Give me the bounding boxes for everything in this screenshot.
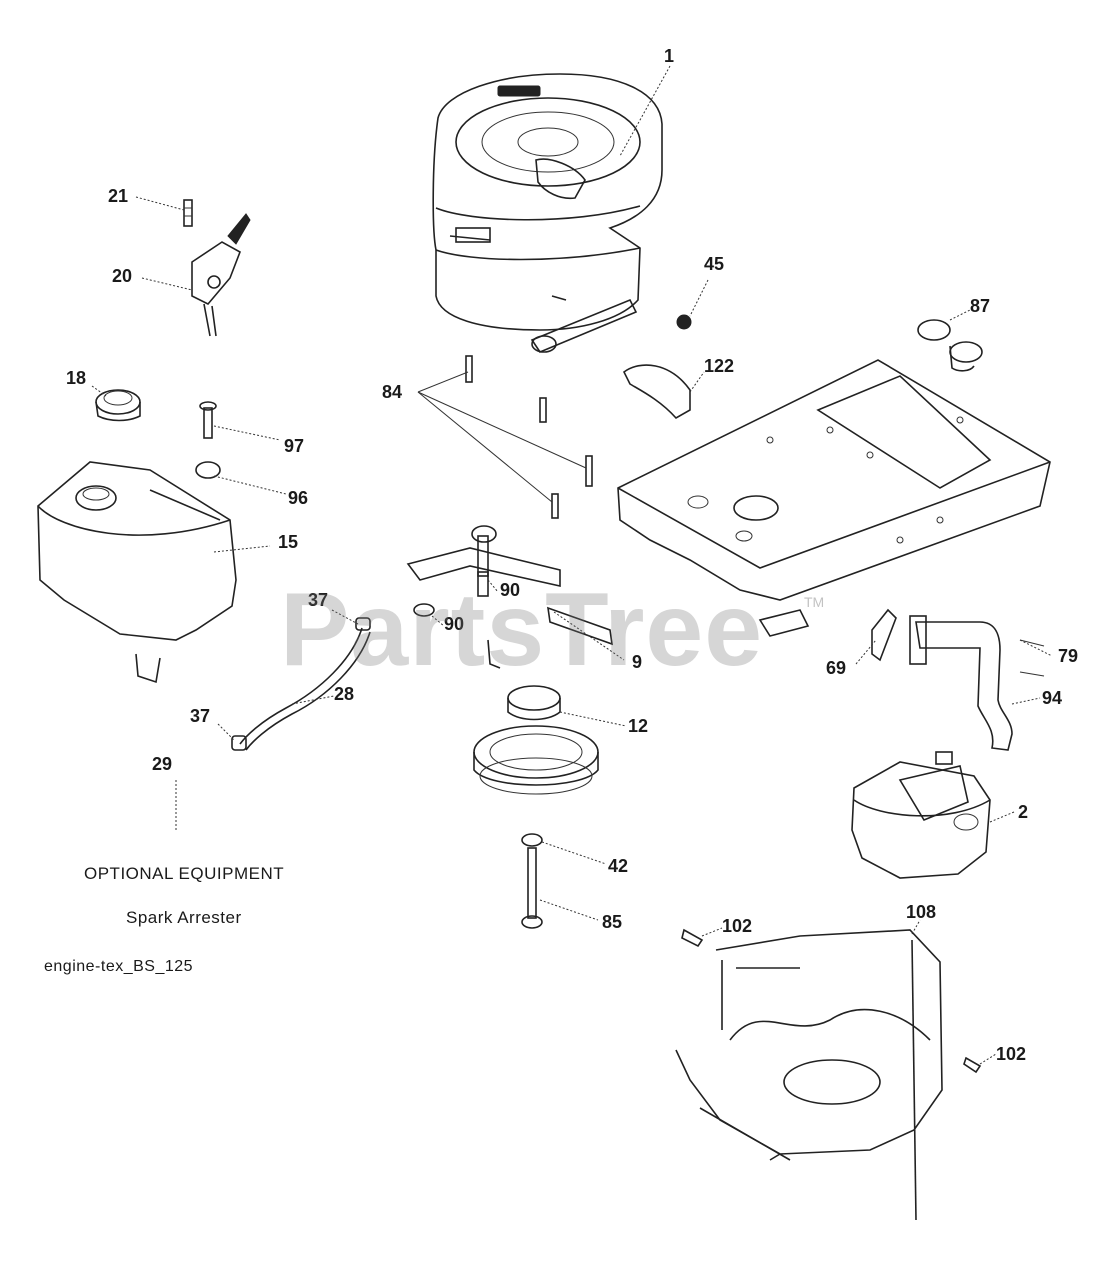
callout-20[interactable]: 20 xyxy=(112,266,132,286)
hose-clamp-part-37-upper[interactable] xyxy=(355,617,371,631)
leader-lines xyxy=(91,65,1053,1065)
screw-part-97[interactable] xyxy=(199,401,217,439)
bracket-part-20[interactable] xyxy=(191,213,251,337)
watermark-trademark: TM xyxy=(804,594,825,610)
callout-108[interactable]: 108 xyxy=(906,902,936,922)
washer-part-42[interactable] xyxy=(521,833,543,847)
pulley-part-12[interactable] xyxy=(473,685,599,795)
callout-84[interactable]: 84 xyxy=(382,382,402,402)
engine-part-1[interactable] xyxy=(432,73,663,353)
callout-1[interactable]: 1 xyxy=(664,46,674,66)
chassis-frame xyxy=(617,359,1051,637)
callout-85[interactable]: 85 xyxy=(602,912,622,932)
gasket-part-69[interactable] xyxy=(871,608,897,662)
heat-shield-part-108[interactable] xyxy=(675,929,943,1221)
optional-equipment-label: OPTIONAL EQUIPMENT xyxy=(84,864,285,883)
diagram-code-label: engine-tex_BS_125 xyxy=(44,958,194,975)
nut-part-45[interactable] xyxy=(676,314,692,330)
callout-87[interactable]: 87 xyxy=(970,296,990,316)
callout-96[interactable]: 96 xyxy=(288,488,308,508)
screw-part-102-upper[interactable] xyxy=(681,928,704,948)
bolt-part-90-lower[interactable] xyxy=(413,603,435,617)
callout-94[interactable]: 94 xyxy=(1042,688,1062,708)
callout-18[interactable]: 18 xyxy=(66,368,86,388)
screws-part-79[interactable] xyxy=(1019,639,1045,677)
grommet-part-96[interactable] xyxy=(195,461,221,479)
callout-122[interactable]: 122 xyxy=(704,356,734,376)
engine-mount-part-87[interactable] xyxy=(917,319,983,372)
callout-42[interactable]: 42 xyxy=(608,856,628,876)
screw-part-102-lower[interactable] xyxy=(963,1056,982,1074)
callout-90-lower[interactable]: 90 xyxy=(444,614,464,634)
callout-97[interactable]: 97 xyxy=(284,436,304,456)
callout-28[interactable]: 28 xyxy=(334,684,354,704)
fuel-line-part-28[interactable] xyxy=(239,627,371,751)
muffler-part-2[interactable] xyxy=(851,751,991,879)
muffler-guard-part-122[interactable] xyxy=(622,364,691,420)
callout-102-lower[interactable]: 102 xyxy=(996,1044,1026,1064)
spark-arrester-label: Spark Arrester xyxy=(126,908,242,927)
callout-69[interactable]: 69 xyxy=(826,658,846,678)
callout-37-lower[interactable]: 37 xyxy=(190,706,210,726)
callout-45[interactable]: 45 xyxy=(704,254,724,274)
callout-37-upper[interactable]: 37 xyxy=(308,590,328,610)
callout-12[interactable]: 12 xyxy=(628,716,648,736)
callout-9[interactable]: 9 xyxy=(632,652,642,672)
callout-102-upper[interactable]: 102 xyxy=(722,916,752,936)
callout-2[interactable]: 2 xyxy=(1018,802,1028,822)
fuel-tank-part-15[interactable] xyxy=(37,461,237,684)
callout-21[interactable]: 21 xyxy=(108,186,128,206)
exhaust-pipe-part-94[interactable] xyxy=(909,615,1013,751)
callout-29[interactable]: 29 xyxy=(152,754,172,774)
callout-labels: 1 21 20 45 87 122 84 18 97 96 15 37 90 9… xyxy=(66,46,1078,1064)
bolt-part-85[interactable] xyxy=(521,847,543,929)
bolts-part-84[interactable] xyxy=(417,355,593,519)
fuel-cap-part-18[interactable] xyxy=(95,389,141,422)
idler-bracket-part-9[interactable] xyxy=(406,525,613,669)
callout-15[interactable]: 15 xyxy=(278,532,298,552)
bolt-part-90-upper[interactable] xyxy=(477,571,489,597)
callout-79[interactable]: 79 xyxy=(1058,646,1078,666)
bolt-part-21[interactable] xyxy=(183,199,193,227)
watermark-brand: PartsTree xyxy=(280,572,764,688)
callout-90-upper[interactable]: 90 xyxy=(500,580,520,600)
hose-clamp-part-37-lower[interactable] xyxy=(231,735,247,751)
